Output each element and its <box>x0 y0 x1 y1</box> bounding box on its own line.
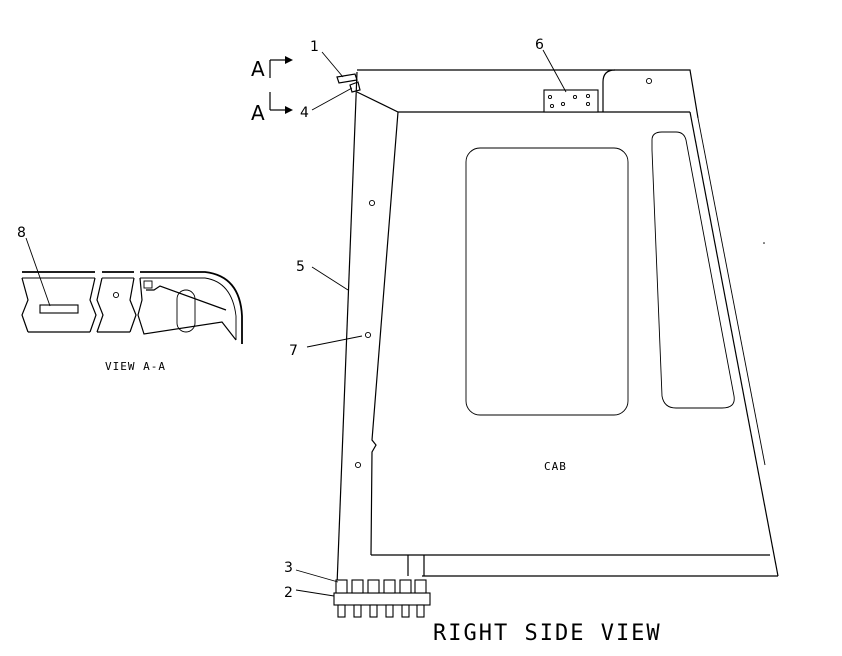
callout-numbers: 1 4 6 5 7 3 2 8 <box>17 37 544 601</box>
bolt-shank <box>385 604 394 618</box>
rail-top-seg3 <box>140 271 243 344</box>
break-line <box>96 277 104 333</box>
rail-inner-seg3 <box>140 277 237 340</box>
door-window <box>465 147 629 416</box>
bolt-shank <box>337 604 346 618</box>
callout-8: 8 <box>17 225 26 241</box>
view-aa-detail <box>21 271 243 344</box>
break-line <box>21 277 29 333</box>
front-pillar-outer <box>336 71 358 586</box>
callout-7: 7 <box>289 343 298 359</box>
section-hole <box>112 291 120 299</box>
callout-2: 2 <box>284 585 293 601</box>
bolt-head <box>335 579 348 594</box>
break-line <box>129 277 137 333</box>
bolt-head <box>414 579 427 594</box>
bracket-slot <box>176 289 196 333</box>
pillar-hole <box>354 461 362 469</box>
section-marker-upper: A <box>251 57 265 81</box>
pillar-hole <box>368 199 376 207</box>
hinge-bolt <box>585 93 591 99</box>
bolt-head <box>367 579 380 594</box>
bracket-outline <box>137 277 237 341</box>
roof-outline <box>357 69 699 119</box>
bottom-hardware <box>333 579 431 618</box>
bolt-row <box>335 579 427 618</box>
break-line <box>89 277 97 333</box>
hinge-plate <box>543 89 599 113</box>
roof-hole <box>645 77 653 85</box>
bolt-head <box>399 579 412 594</box>
hinge-bolt <box>547 94 553 100</box>
roof-underside <box>356 91 690 113</box>
callout-6: 6 <box>535 37 544 53</box>
arrow-lower-head <box>285 106 293 114</box>
bolt-shank <box>401 604 410 618</box>
main-view-title: RIGHT SIDE VIEW <box>433 621 662 646</box>
section-marker-lower: A <box>251 101 265 125</box>
cab-side-panel <box>336 69 779 586</box>
latch-clip <box>349 81 361 93</box>
leader-4 <box>311 87 353 111</box>
callout-5: 5 <box>296 259 305 275</box>
callout-1: 1 <box>310 39 319 55</box>
rear-window <box>651 131 735 409</box>
leader-8 <box>25 237 51 307</box>
bolt-head <box>383 579 396 594</box>
bracket-tab <box>143 280 153 289</box>
view-aa-label: VIEW A-A <box>105 360 166 373</box>
leader-2 <box>295 589 335 597</box>
bolt-shank <box>353 604 362 618</box>
bolt-head <box>351 579 364 594</box>
arrow-upper-head <box>285 56 293 64</box>
callout-4: 4 <box>300 105 309 121</box>
hinge-bolt <box>572 94 578 100</box>
stray-mark <box>763 242 765 244</box>
roof-bump <box>602 69 616 112</box>
section-arrows: A A <box>251 56 293 125</box>
rear-edge <box>689 111 779 577</box>
item-8-bar <box>39 304 79 314</box>
callout-3: 3 <box>284 560 293 576</box>
leader-6 <box>542 49 567 93</box>
bolt-shank <box>416 604 425 618</box>
front-pillar-inner <box>370 111 399 556</box>
rear-edge-inner <box>697 117 766 466</box>
leader-3 <box>295 569 339 583</box>
latch-pin <box>336 73 358 84</box>
leader-1 <box>321 51 344 78</box>
cab-label: CAB <box>544 460 567 473</box>
hinge-bolt <box>560 101 566 107</box>
leader-5 <box>311 266 349 291</box>
bolt-shank <box>369 604 378 618</box>
bracket-inner <box>146 285 227 311</box>
mount-plate <box>333 592 431 606</box>
hinge-bolt <box>585 101 591 107</box>
hinge-bolt <box>549 103 555 109</box>
leader-lines <box>25 49 567 597</box>
leader-7 <box>306 335 363 348</box>
pillar-hole <box>364 331 372 339</box>
